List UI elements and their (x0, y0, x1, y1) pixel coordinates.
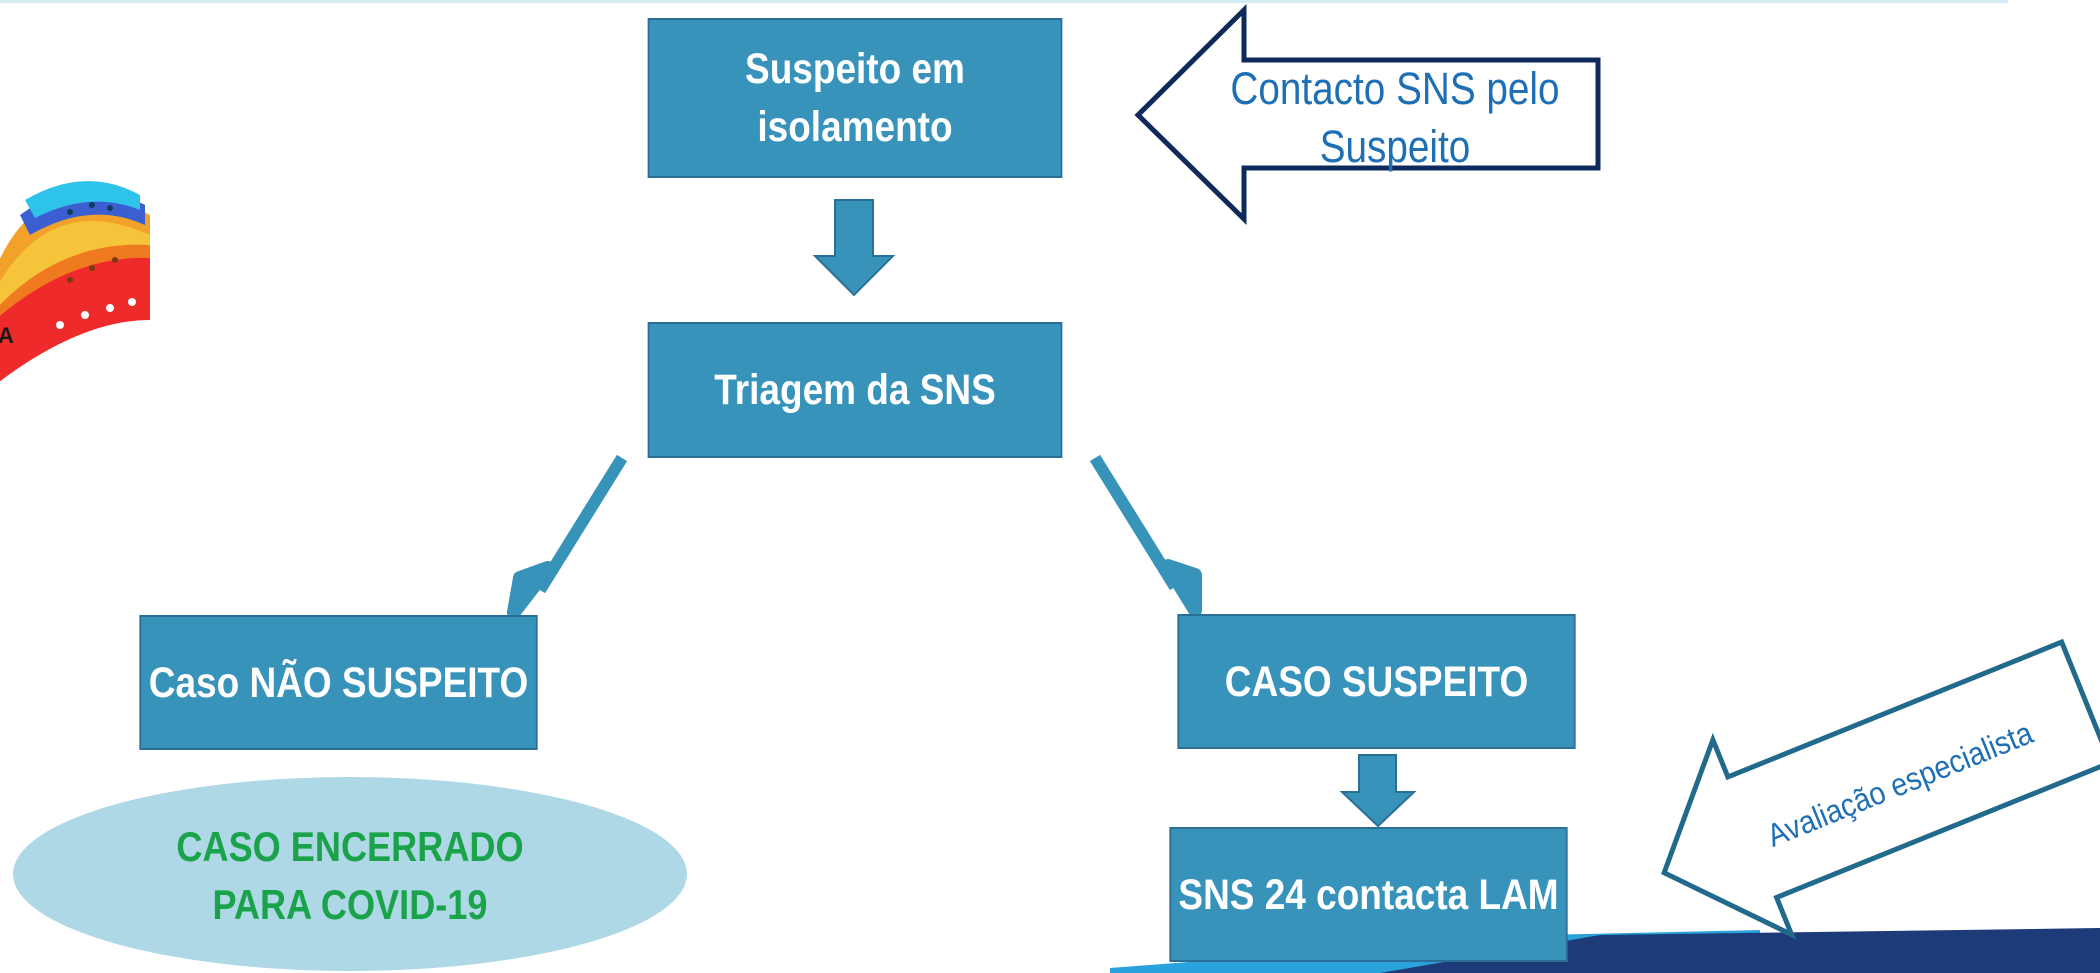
not-suspect-box: Caso NÃO SUSPEITO (139, 615, 538, 750)
closed-case-ellipse (13, 777, 687, 971)
not-suspect-label: Caso NÃO SUSPEITO (148, 658, 529, 707)
suspect-case-label: CASO SUSPEITO (1224, 657, 1529, 706)
lam-contact-label: SNS 24 contacta LAM (1178, 870, 1559, 919)
closed-case-label: CASO ENCERRADO PARA COVID-19 (176, 823, 524, 928)
diagonal-arrow-left-head (507, 561, 555, 619)
down-arrow-1 (812, 199, 896, 297)
specialist-callout-arrow (1661, 638, 2100, 940)
top-divider-line (0, 0, 2008, 3)
diagonal-arrow-right-head (1161, 559, 1202, 617)
suspect-case-box: CASO SUSPEITO (1177, 614, 1576, 749)
contact-callout-label: Contacto SNS pelo Suspeito (1230, 63, 1560, 172)
contact-callout-arrow (1134, 4, 1601, 225)
bracelet-label: A (0, 323, 14, 348)
down-arrow-2 (1339, 754, 1417, 828)
triage-box: Triagem da SNS (647, 322, 1063, 458)
suspect-isolation-label: Suspeito em isolamento (745, 45, 965, 151)
suspect-isolation-box: Suspeito em isolamento (647, 18, 1063, 178)
bracelet-image: A (0, 181, 150, 382)
lam-contact-box: SNS 24 contacta LAM (1169, 827, 1568, 962)
triage-label: Triagem da SNS (714, 366, 996, 414)
